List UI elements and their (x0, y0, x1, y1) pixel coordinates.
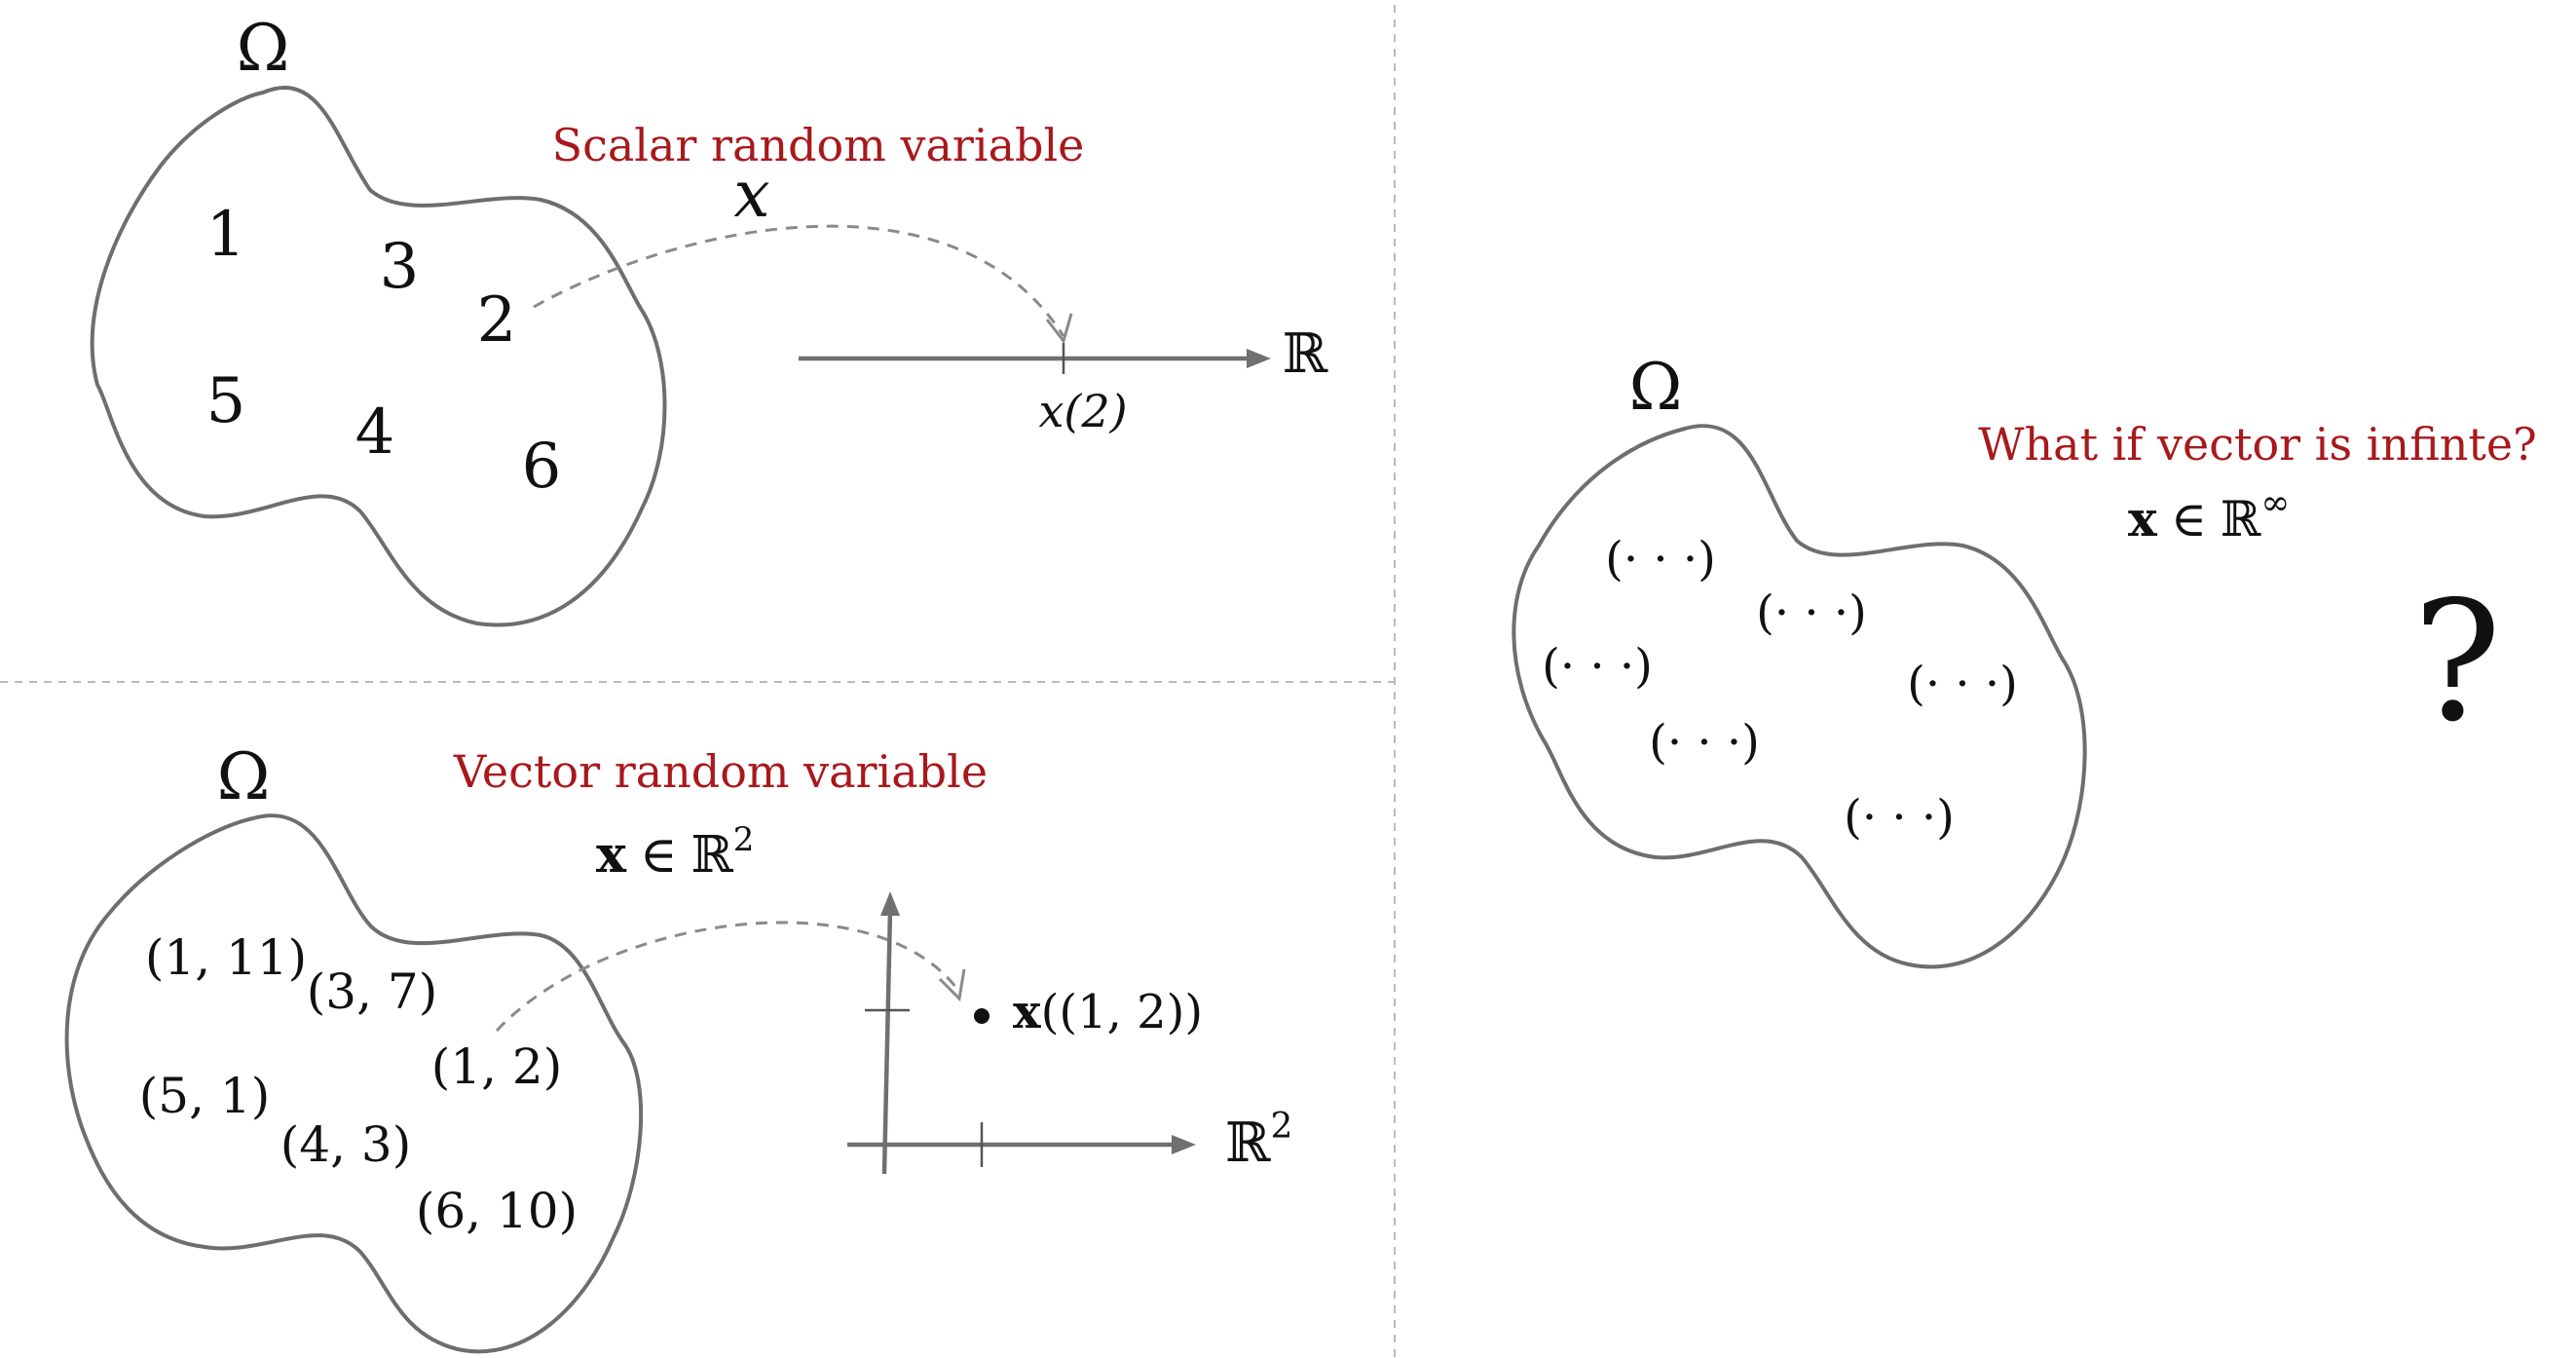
outcome-label: 4 (355, 396, 395, 469)
vector-title-text: Vector random variable (453, 745, 988, 798)
outcome-label: (1, 11) (145, 929, 307, 986)
infinite-membership: x∈ℝ∞ (2128, 483, 2290, 547)
mapping-arrow-vector (495, 921, 961, 1033)
omega-label-scalar: Ω (237, 11, 290, 86)
omega-label-infinite: Ω (1629, 350, 1683, 425)
mapped-point (974, 1008, 989, 1024)
outcome-label: 2 (477, 284, 517, 357)
outcome-label: (6, 10) (416, 1183, 578, 1239)
plane-y-axis (881, 910, 893, 1175)
mapped-point-label-rest: ((1, 2)) (1041, 985, 1204, 1039)
mapped-point-label-bold: x (1013, 985, 1041, 1039)
infinite-membership-in: ∈ (2171, 491, 2207, 547)
outcome-label: 5 (206, 365, 246, 437)
outcome-label: (· · ·) (1649, 715, 1760, 770)
vector-membership-x: x (596, 825, 627, 885)
outcome-label: (· · ·) (1907, 657, 2018, 711)
outcome-label: (· · ·) (1844, 790, 1955, 845)
outcome-label: (1, 2) (431, 1038, 562, 1095)
real-space-label: ℝ (1283, 322, 1329, 386)
mapped-point-label: x((1, 2)) (1013, 985, 1203, 1039)
vector-title: Vector random variable (453, 745, 988, 798)
outcome-label: 6 (522, 431, 562, 503)
outcome-label: (3, 7) (307, 963, 437, 1020)
panel-scalar: Ω 1 3 2 5 4 6 Scalar random variable x ℝ… (90, 11, 1329, 627)
vector-membership-in: ∈ (640, 826, 678, 885)
sample-space-blob-infinite (1512, 424, 2087, 969)
plane-space-exp: 2 (1271, 1107, 1293, 1147)
plane-space-symbol: ℝ (1225, 1112, 1272, 1175)
tick-value-label: x(2) (1038, 385, 1127, 437)
vector-membership-exp: 2 (733, 820, 755, 859)
plane-y-arrowhead (880, 891, 900, 916)
infinite-membership-x: x (2128, 490, 2158, 547)
vector-membership-space: ℝ (691, 826, 734, 885)
plane-space-label: ℝ2 (1225, 1107, 1292, 1175)
outcome-label: (· · ·) (1605, 532, 1716, 586)
outcome-label: (· · ·) (1756, 585, 1867, 640)
outcome-label: 1 (206, 199, 246, 271)
panel-vector: Ω (1, 11) (3, 7) (1, 2) (5, 1) (4, 3) (6… (64, 739, 1292, 1354)
scalar-variable-name: x (733, 157, 769, 232)
vector-membership: x∈ℝ2 (596, 820, 754, 885)
question-mark: ? (2412, 566, 2501, 759)
panel-infinite: Ω (· · ·) (· · ·) (· · ·) (· · ·) (· · ·… (1512, 350, 2537, 969)
mapping-arrowhead-vector (938, 968, 966, 1002)
real-line-arrowhead (1247, 349, 1271, 368)
infinite-membership-space: ℝ (2221, 491, 2261, 547)
infinite-title: What if vector is infinte? (1978, 418, 2537, 471)
scalar-title: Scalar random variable (552, 119, 1085, 171)
sample-space-blob-vector (64, 813, 644, 1354)
outcome-label: (4, 3) (280, 1116, 411, 1173)
omega-label-vector: Ω (217, 739, 271, 814)
plane-x-arrowhead (1172, 1135, 1196, 1154)
outcome-label: 3 (380, 231, 420, 303)
mapping-arrowhead-scalar (1045, 313, 1073, 345)
outcome-label: (· · ·) (1542, 639, 1653, 694)
mapping-arrow-scalar (533, 224, 1065, 337)
outcome-label: (5, 1) (139, 1068, 270, 1124)
sample-space-blob-scalar (90, 86, 667, 627)
infinite-membership-exp: ∞ (2260, 483, 2290, 523)
